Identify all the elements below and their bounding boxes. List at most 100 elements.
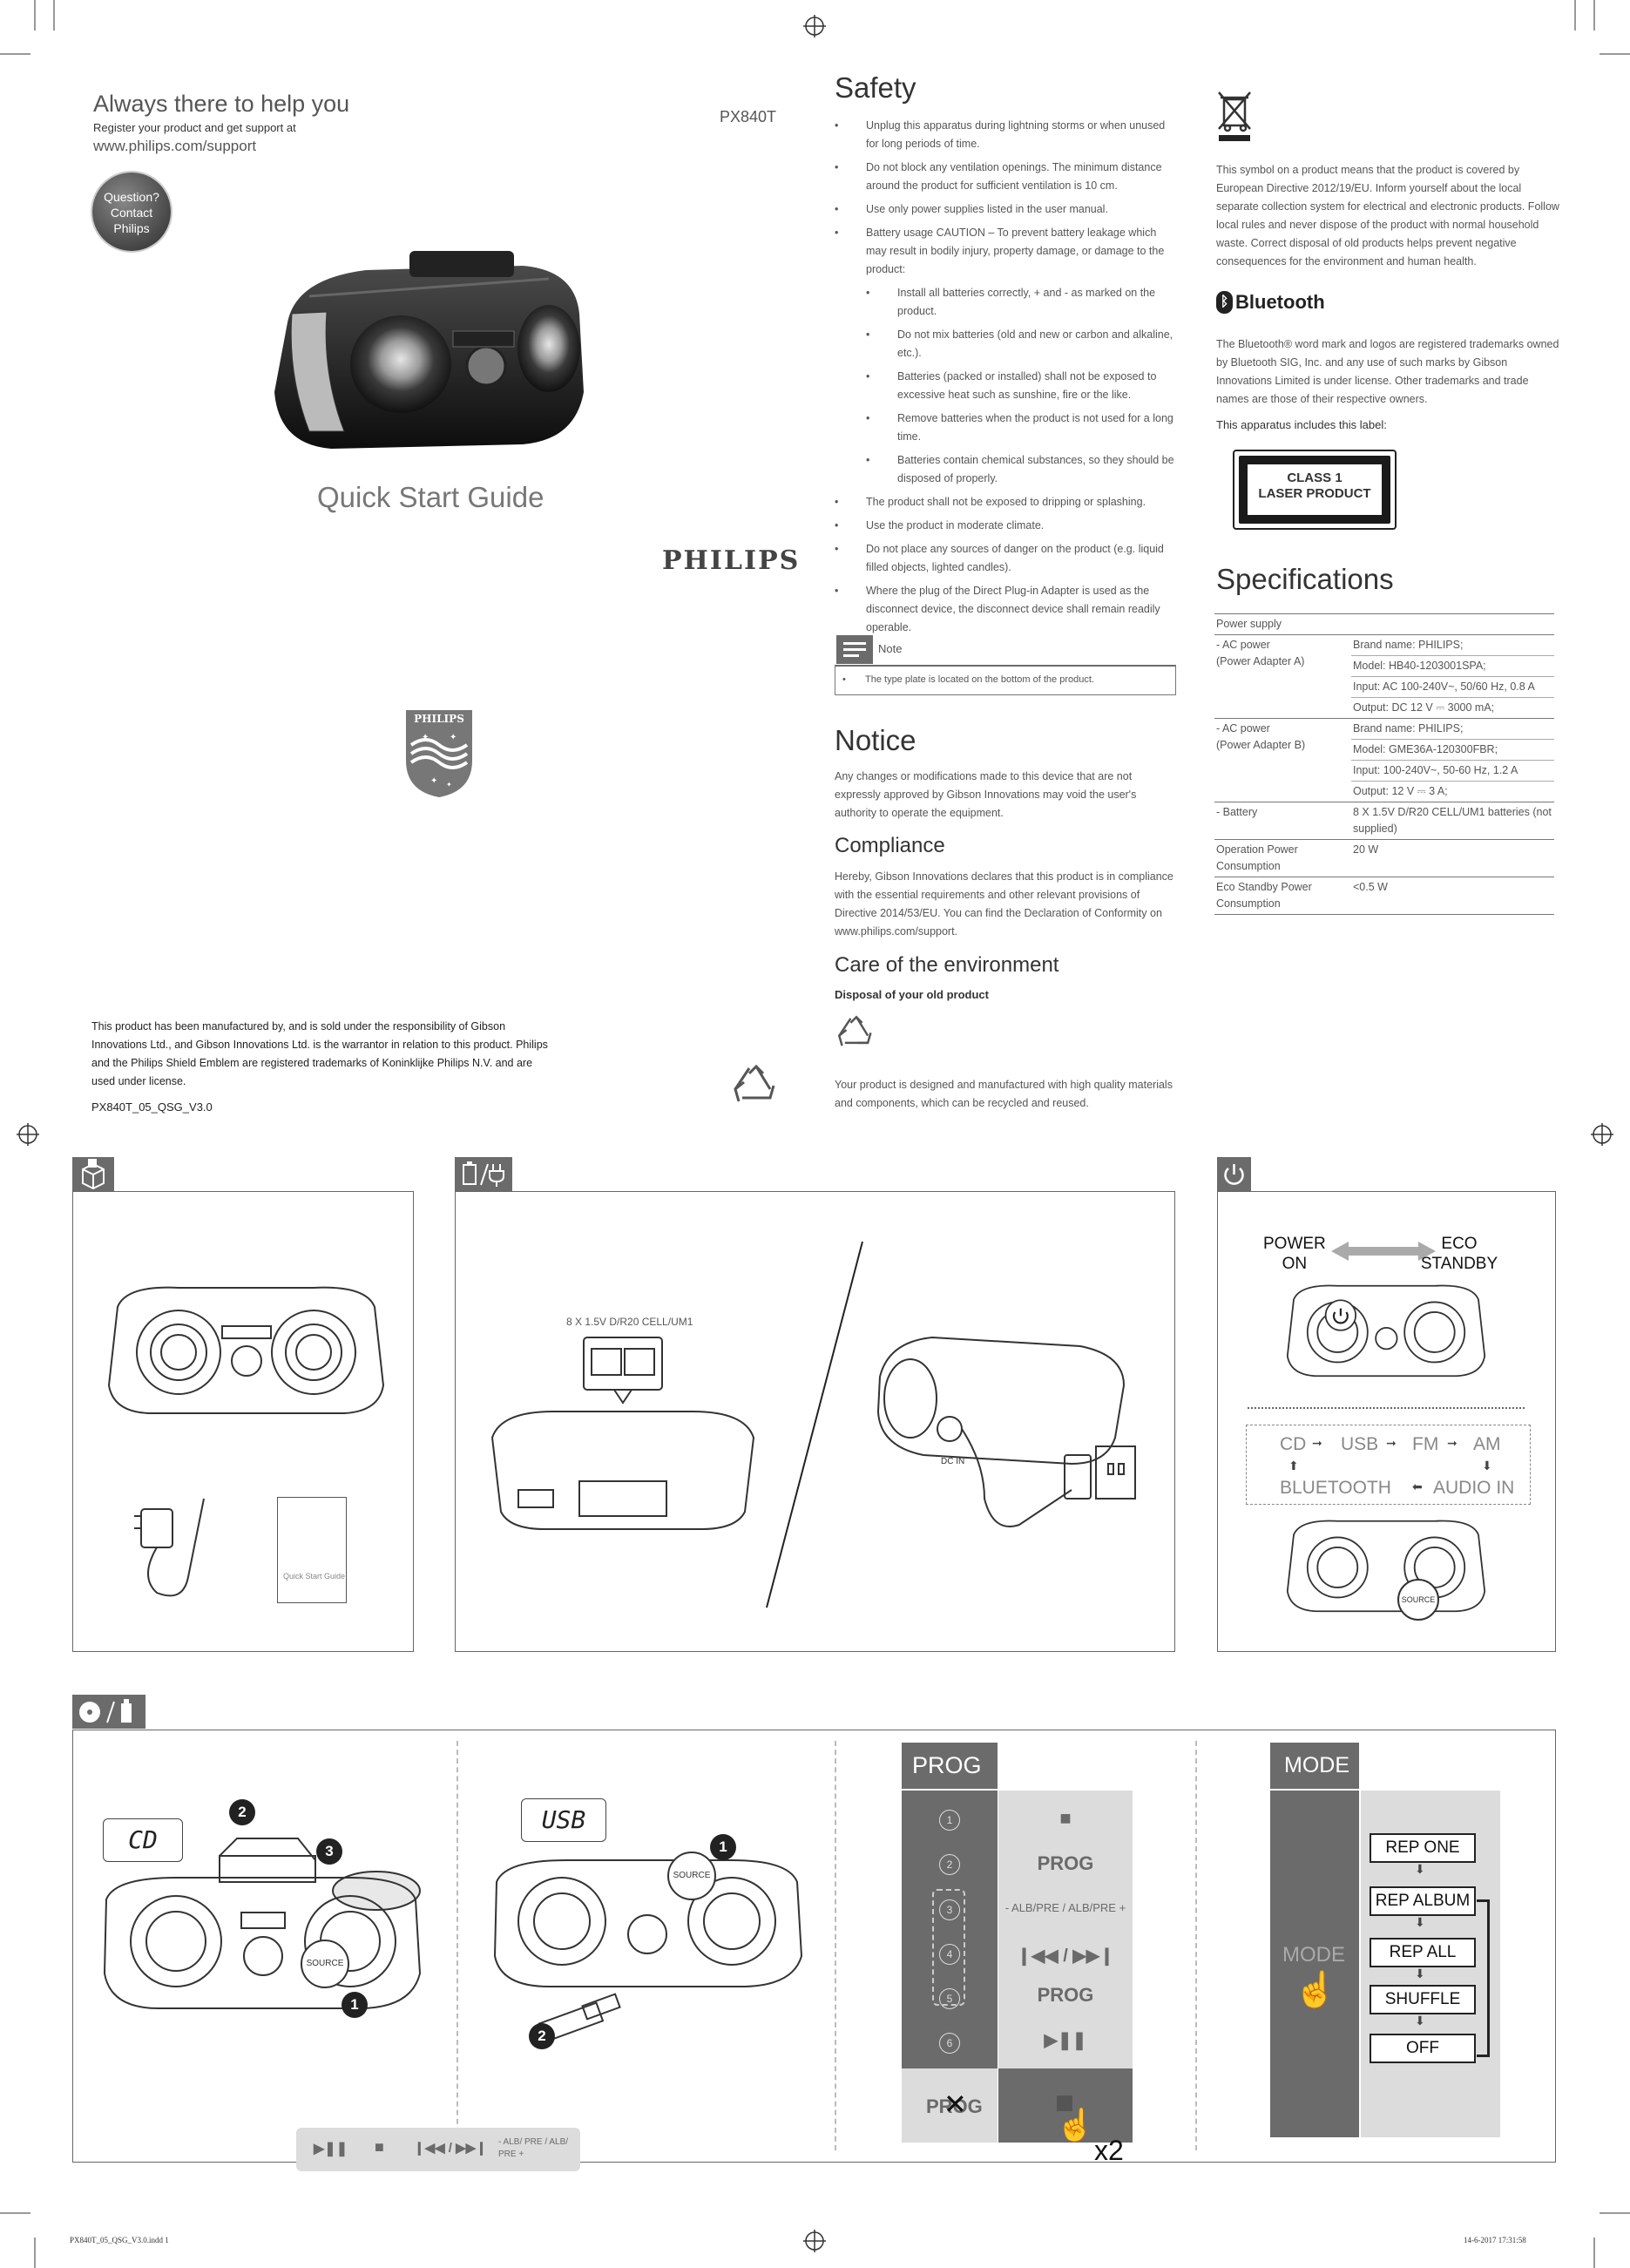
list-item: Install all batteries correctly, + and -…	[866, 284, 1176, 321]
mode-option: REP ONE	[1370, 1833, 1476, 1863]
specs-table: Power supply - AC power (Power Adapter A…	[1214, 613, 1554, 915]
source-button[interactable]: SOURCE	[667, 1852, 716, 1900]
prog-cancel-label: PROG	[926, 2095, 983, 2117]
list-item: Use the product in moderate climate.	[835, 517, 1176, 535]
disposal-text: Your product is designed and manufacture…	[835, 1079, 1173, 1109]
repeat-loop	[932, 1889, 965, 2006]
recycle-icon	[734, 1064, 775, 1102]
prog-step: 5	[939, 1988, 960, 2009]
disposal-title: Disposal of your old product	[835, 988, 989, 1001]
prog-action: - ALB/PRE / ALB/PRE +	[1004, 1901, 1126, 1914]
dashed-divider	[457, 1741, 458, 2150]
prog-action: ▶❚❚	[1044, 2031, 1087, 2050]
cd-boombox-drawing	[103, 1838, 422, 2009]
prog-step: 2	[939, 1854, 960, 1875]
mode-option: SHUFFLE	[1370, 1985, 1476, 2014]
source-fm: FM	[1412, 1434, 1439, 1454]
shield-brand: PHILIPS	[414, 713, 464, 725]
question-badge: Question? Contact Philips	[92, 173, 171, 251]
guide-title: Quick Start Guide	[317, 481, 544, 513]
prog-step: 6	[939, 2033, 960, 2054]
bluetooth-wordmark: Bluetooth	[1235, 291, 1325, 313]
register-text: Register your product and get support at	[93, 121, 296, 134]
prog-action: PROG	[1037, 1852, 1094, 1874]
svg-text:✦: ✦	[450, 733, 457, 742]
booklet-label: Quick Start Guide	[283, 1572, 346, 1581]
bluetooth-icon: ᛒ	[1216, 291, 1233, 314]
list-item: Do not mix batteries (old and new or car…	[866, 326, 1176, 362]
support-url[interactable]: www.philips.com/support	[93, 138, 257, 154]
source-button[interactable]: SOURCE	[301, 1940, 349, 1988]
usb-boombox-drawing	[493, 1859, 803, 2043]
note-label: Note	[878, 642, 903, 655]
power-on-panel	[1217, 1191, 1556, 1652]
source-button[interactable]: SOURCE	[1397, 1579, 1439, 1621]
mode-button[interactable]: MODE	[1282, 1943, 1345, 1967]
battery-power-icon	[455, 1157, 512, 1191]
boombox-photo	[274, 251, 584, 449]
weee-text: This symbol on a product means that the …	[1216, 164, 1559, 267]
box-contents-icon	[72, 1157, 114, 1191]
compliance-title: Compliance	[835, 834, 945, 857]
spec-row: - AC power (Power Adapter B) Brand name:…	[1214, 718, 1554, 802]
boombox-drawing	[1286, 1520, 1486, 1613]
qsg-booklet: Quick Start Guide	[277, 1497, 347, 1603]
mode-header: MODE	[1270, 1743, 1359, 1789]
source-cd: CD	[1280, 1434, 1307, 1454]
prog-actions-col	[998, 1791, 1133, 2100]
list-item: Do not place any sources of danger on th…	[835, 540, 1176, 577]
prog-action: ❙◀◀ / ▶▶❙	[1017, 1946, 1114, 1966]
source-cycle: CD ➞ USB ➞ FM ➞ AM ⬆ ⬇ BLUETOOTH ⬅ AUDIO…	[1246, 1425, 1531, 1505]
list-item: Where the plug of the Direct Plug-in Ada…	[835, 582, 1176, 637]
philips-wordmark: PHILIPS	[662, 545, 801, 576]
note-icon	[836, 635, 873, 664]
hand-press-icon: ☝	[1294, 1971, 1337, 2009]
bluetooth-text: The Bluetooth® word mark and logos are r…	[1216, 338, 1559, 405]
source-usb: USB	[1341, 1434, 1379, 1454]
spec-row: Eco Standby Power Consumption<0.5 W	[1214, 877, 1554, 914]
step-3-badge: 3	[316, 1838, 342, 1865]
laser-line: LASER PRODUCT	[1258, 486, 1371, 501]
list-item: Unplug this apparatus during lightning s…	[835, 117, 1176, 153]
list-item: Battery usage CAUTION – To prevent batte…	[835, 224, 1176, 279]
step-2-badge: 2	[529, 2023, 555, 2049]
source-audio-in: AUDIO IN	[1433, 1478, 1515, 1498]
notice-text: Any changes or modifications made to thi…	[835, 770, 1137, 819]
battery-label: 8 X 1.5V D/R20 CELL/UM1	[566, 1316, 693, 1328]
prog-step: 1	[939, 1810, 960, 1831]
album-preset-buttons[interactable]: - ALB/ PRE / ALB/ PRE +	[498, 2137, 569, 2159]
double-arrow	[1331, 1242, 1436, 1261]
badge-line: Contact	[110, 206, 153, 220]
list-item: Batteries contain chemical substances, s…	[866, 451, 1176, 488]
step-1-badge: 1	[342, 1992, 368, 2018]
prog-header: PROG	[902, 1743, 998, 1789]
step-2-badge: 2	[229, 1799, 255, 1825]
press-twice-label: x2	[1094, 2135, 1124, 2166]
play-pause-button[interactable]: ▶❚❚	[314, 2142, 348, 2156]
boombox-drawing	[1286, 1284, 1486, 1378]
mode-option: REP ALL	[1370, 1938, 1476, 1967]
prog-cancel-left	[902, 2068, 998, 2143]
spec-row: Power supply	[1214, 613, 1554, 634]
loop-bracket	[1477, 1899, 1490, 2057]
control-bar: ▶❚❚ ■ ❙◀◀ / ▶▶❙ - ALB/ PRE / ALB/ PRE +	[296, 2128, 580, 2171]
skip-buttons[interactable]: ❙◀◀ / ▶▶❙	[414, 2141, 487, 2156]
philips-shield-logo: ✦✦ ✦✦ PHILIPS	[404, 708, 474, 799]
dashed-divider	[835, 1741, 836, 2150]
stop-button[interactable]: ■	[375, 2138, 384, 2156]
recycle-icon	[837, 1015, 872, 1046]
list-item: Batteries (packed or installed) shall no…	[866, 368, 1176, 404]
legal-text: This product has been manufactured by, a…	[91, 1020, 548, 1087]
dashed-divider	[1195, 1741, 1197, 2150]
bluetooth-logo: ᛒ Bluetooth	[1216, 291, 1325, 314]
power-adapter-drawing	[134, 1498, 205, 1597]
note-box: The type plate is located on the bottom …	[835, 665, 1176, 695]
dc-in-drawing	[876, 1336, 1136, 1527]
specs-title: Specifications	[1216, 563, 1394, 595]
prog-action: ■	[1059, 1807, 1072, 1829]
list-item: Remove batteries when the product is not…	[866, 410, 1176, 446]
lcd-display: CD	[103, 1818, 183, 1862]
badge-line: Philips	[113, 221, 150, 235]
